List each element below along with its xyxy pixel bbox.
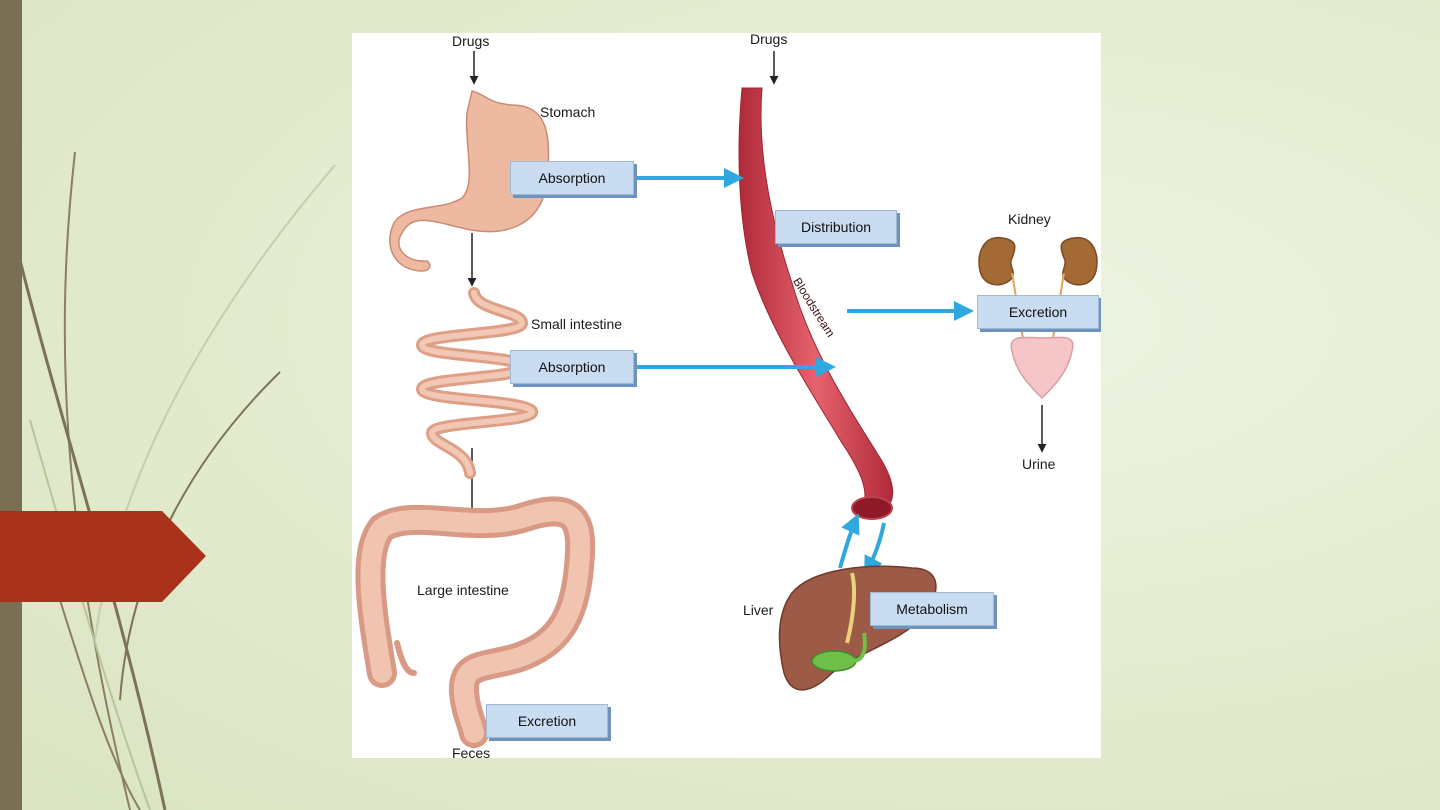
absorption-box-stomach: Absorption <box>510 161 634 195</box>
absorption-box-intestine: Absorption <box>510 350 634 384</box>
drugs-label-right: Drugs <box>750 33 788 47</box>
kidney-label: Kidney <box>1008 211 1051 227</box>
small-intestine-label: Small intestine <box>531 316 623 332</box>
decorative-grass-lines <box>18 151 336 810</box>
feces-label: Feces <box>452 745 491 758</box>
slide-side-bar <box>0 0 22 810</box>
large-intestine-label: Large intestine <box>417 582 509 598</box>
metabolism-box: Metabolism <box>870 592 994 626</box>
drugs-label-left: Drugs <box>452 33 490 49</box>
stomach-icon <box>389 90 550 272</box>
distribution-box: Distribution <box>775 210 897 244</box>
urine-label: Urine <box>1022 456 1056 472</box>
large-intestine-icon <box>355 496 596 748</box>
pharmacokinetics-diagram: Drugs Drugs Stomach Small intestine Larg… <box>352 33 1101 758</box>
liver-icon <box>778 565 937 691</box>
bladder-icon <box>1010 336 1074 400</box>
liver-label: Liver <box>743 602 774 618</box>
excretion-box-feces: Excretion <box>486 704 608 738</box>
chevron-shape <box>0 511 206 602</box>
stomach-label: Stomach <box>540 104 596 120</box>
excretion-box-kidney: Excretion <box>977 295 1099 329</box>
